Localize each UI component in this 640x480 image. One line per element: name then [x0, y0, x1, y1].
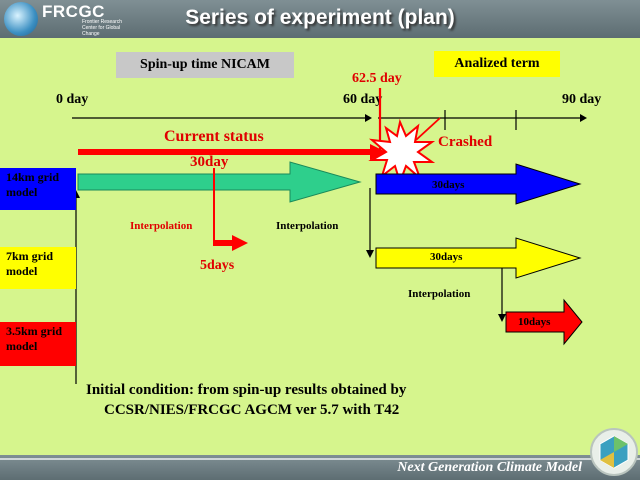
interp-arrowhead-75 [498, 314, 506, 322]
label-30day: 30day [190, 154, 229, 170]
model-35km: 3.5km grid model [0, 322, 76, 366]
crashed-label: Crashed [438, 134, 493, 150]
initial-condition-note-2: CCSR/NIES/FRCGC AGCM ver 5.7 with T42 [104, 402, 400, 418]
label-14km-30days: 30days [432, 179, 465, 191]
arrow-14km-analized [375, 163, 582, 205]
label-60-day: 60 day [343, 92, 383, 107]
arrow-14km-spinup [77, 161, 362, 203]
label-90-day: 90 day [562, 92, 602, 107]
current-status-arrowhead [370, 144, 386, 160]
label-0-day: 0 day [56, 92, 89, 107]
current-status-label: Current status [164, 128, 264, 145]
timeline-arrowhead-90 [580, 114, 587, 122]
label-5days: 5days [200, 258, 235, 273]
interp-label-1: Interpolation [130, 220, 193, 232]
model-7km: 7km grid model [0, 247, 76, 289]
spinup-legend-box: Spin-up time NICAM [116, 52, 294, 78]
initial-condition-note-1: Initial condition: from spin-up results … [86, 382, 407, 398]
interp-arrowhead-60 [366, 250, 374, 258]
frcgc-logo-icon [4, 2, 38, 36]
page-title: Series of experiment (plan) [185, 6, 455, 29]
label-7km-30days: 30days [430, 251, 463, 263]
arrow-5days-bar [214, 240, 234, 246]
label-62-5-day: 62.5 day [352, 71, 402, 86]
label-35km-10days: 10days [518, 316, 551, 328]
crash-line [415, 117, 441, 141]
logo-subtitle: Frontier Research Center for Global Chan… [82, 19, 123, 37]
timeline-arrowhead [365, 114, 372, 122]
footer-text: Next Generation Climate Model [397, 460, 582, 475]
emblem-globe-icon [599, 435, 629, 469]
arrow-5days-head [232, 235, 248, 251]
footer-divider [0, 458, 640, 460]
current-status-bar [78, 149, 370, 155]
arrow-35km-analized [505, 298, 583, 346]
logo-text: FRCGC [42, 2, 105, 21]
header-bar: FRCGC Frontier Research Center for Globa… [0, 0, 640, 38]
model-14km: 14km grid model [0, 168, 76, 210]
analized-legend-box: Analized term [434, 51, 560, 77]
interp-label-2: Interpolation [276, 220, 339, 232]
interp-label-3: Interpolation [408, 288, 471, 300]
arrow-7km-analized [375, 237, 582, 279]
emblem-icon [590, 428, 638, 476]
